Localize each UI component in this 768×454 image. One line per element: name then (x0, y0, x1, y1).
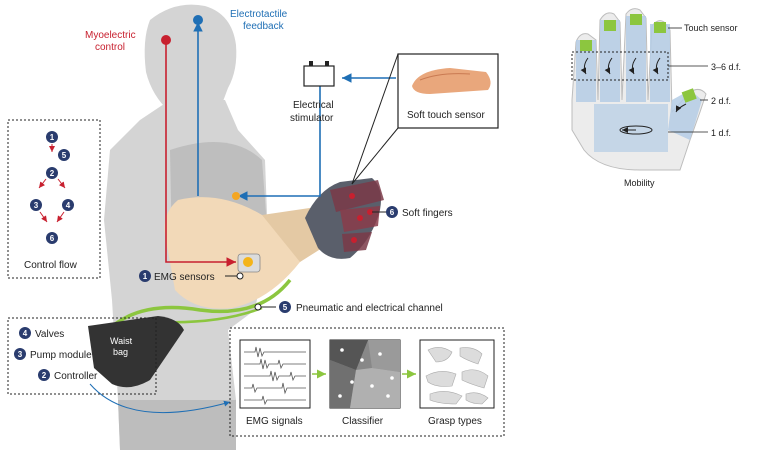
electrical-stimulator-label: Electrical stimulator (290, 100, 336, 124)
control-flow-box: 1 5 2 3 4 6 Control flow (7, 119, 101, 279)
classifier-label: Classifier (342, 416, 384, 427)
dof-thumb-label: 2 d.f. (711, 96, 731, 106)
svg-text:6: 6 (390, 208, 395, 217)
waist-bag: Waist bag (88, 316, 184, 388)
svg-text:3: 3 (34, 201, 39, 210)
emg-signals-label: EMG signals (246, 416, 303, 427)
myoelectric-path (161, 35, 236, 267)
dof-palm-label: 1 d.f. (711, 128, 731, 138)
pneumatic-channel: 5 Pneumatic and electrical channel (106, 278, 443, 332)
myoelectric-control-label: Myoelectric control (85, 30, 138, 53)
svg-text:3: 3 (18, 350, 23, 359)
waist-bag-label: Waist bag (110, 336, 135, 357)
svg-text:2: 2 (42, 371, 47, 380)
emg-sensor-device (237, 253, 261, 273)
soft-touch-sensor-label: Soft touch sensor (407, 110, 485, 121)
valves-label: Valves (35, 329, 64, 340)
svg-text:1: 1 (50, 133, 55, 142)
svg-text:5: 5 (62, 151, 67, 160)
mobility-title: Mobility (624, 178, 655, 188)
soft-fingers-label: Soft fingers (402, 208, 453, 219)
svg-text:4: 4 (23, 329, 28, 338)
svg-text:5: 5 (283, 303, 288, 312)
control-flow-title: Control flow (24, 260, 78, 271)
touch-sensor-pads (580, 14, 697, 103)
soft-fingers-callout: 6 Soft fingers (372, 206, 453, 219)
components-box: 4 Valves 3 Pump module 2 Controller (7, 317, 231, 414)
emg-sensors-label: EMG sensors (154, 272, 215, 283)
touch-sensor-label: Touch sensor (684, 23, 738, 33)
electrotactile-feedback-label: Electrotactile feedback (230, 9, 290, 32)
controller-label: Controller (54, 371, 98, 382)
dof-fingers-label: 3–6 d.f. (711, 62, 741, 72)
svg-text:6: 6 (50, 234, 55, 243)
feedback-path (193, 15, 396, 201)
pump-module-label: Pump module (30, 350, 92, 361)
svg-text:4: 4 (66, 201, 71, 210)
grasp-types-label: Grasp types (428, 416, 482, 427)
soft-touch-sensor-inset: Soft touch sensor (351, 53, 499, 185)
pneumatic-channel-label: Pneumatic and electrical channel (296, 303, 443, 314)
soft-robotic-hand (305, 178, 384, 259)
emg-waveforms (244, 346, 306, 406)
svg-text:2: 2 (50, 169, 55, 178)
electrical-stimulator-icon (303, 61, 335, 87)
classification-pipeline: EMG signals Classifier Grasp types (229, 327, 505, 437)
mobility-hand-diagram: Touch sensor 3–6 d.f. 2 d.f. 1 d.f. Mobi… (571, 8, 741, 188)
svg-text:1: 1 (143, 272, 148, 281)
emg-sensors-callout: 1 EMG sensors (139, 270, 244, 283)
emg-signals-panel (239, 339, 311, 409)
